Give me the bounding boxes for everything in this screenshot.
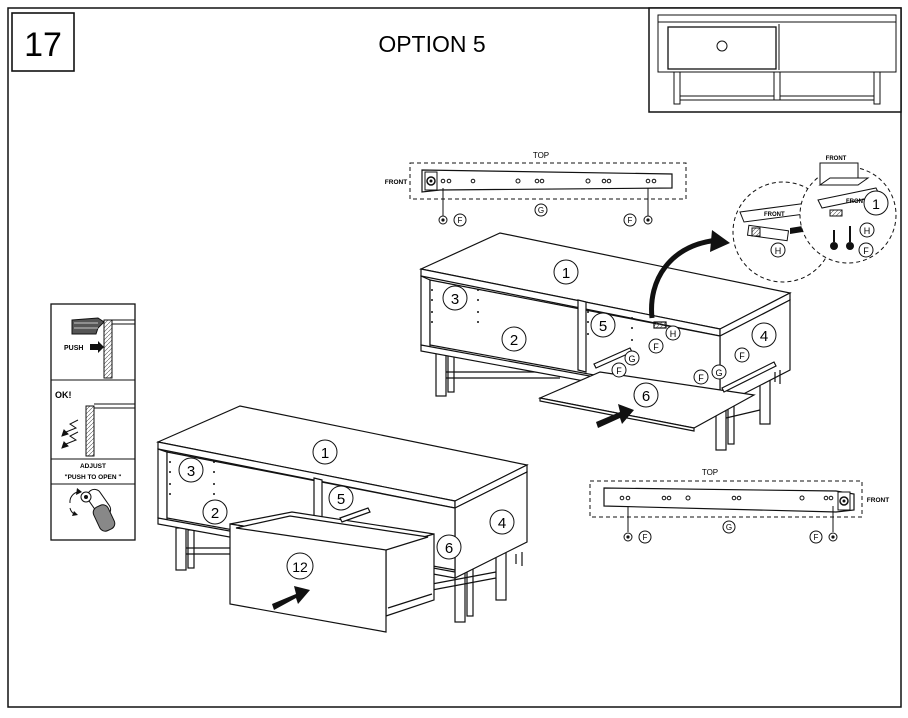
push-arrow-icon: [90, 341, 104, 353]
hardware-f-label: F: [739, 351, 745, 361]
part-5-label: 5: [599, 318, 607, 335]
insert-arrow: [272, 586, 310, 610]
hardware-f-label: F: [643, 533, 648, 542]
rail-front-label: FRONT: [385, 179, 407, 186]
part-2-label: 2: [211, 505, 219, 522]
push-label: PUSH: [64, 345, 83, 352]
hardware-f-label: F: [863, 246, 869, 256]
cabinet-upper: [419, 232, 792, 451]
detail-front-label: FRONT: [764, 212, 785, 218]
page-title: OPTION 5: [378, 31, 485, 57]
rail-diagram-bottom: TOP FRONT F G F: [589, 468, 889, 544]
hardware-h-label: H: [864, 226, 871, 236]
option-thumbnail: [648, 7, 902, 113]
rail-front-label: FRONT: [867, 497, 889, 504]
hardware-f-label: F: [628, 216, 633, 225]
part-2-label: 2: [510, 332, 518, 349]
adjust-sub-label: "PUSH TO OPEN ": [65, 474, 122, 481]
insert-arrow: [596, 404, 634, 428]
spring-open-icon: [61, 419, 79, 449]
part-4-label: 4: [760, 328, 768, 345]
part-6-label: 6: [445, 540, 453, 557]
curved-arrow-head: [710, 230, 730, 252]
push-to-open-panel: PUSH OK! ADJUST "PUSH TO OPEN ": [50, 303, 136, 541]
hand-icon: [71, 317, 105, 335]
part-1-label: 1: [562, 265, 570, 282]
hardware-g-label: G: [538, 206, 544, 215]
hardware-f-label: F: [616, 366, 622, 376]
part-3-label: 3: [187, 463, 195, 480]
drawer-front-section: [85, 405, 95, 457]
part-12-label: 12: [292, 559, 308, 575]
detail-circle-right: FRONT FRONT 1 H F: [799, 156, 897, 264]
lower-part-labels: 1 3 2 5 4 6 12: [178, 439, 515, 580]
adjust-latch-icon: [69, 488, 116, 532]
hardware-h-label: H: [670, 329, 677, 339]
hardware-f-label: F: [458, 216, 463, 225]
rail-diagram-top: TOP FRONT F G F: [385, 151, 687, 227]
upper-part-labels: 1 3 2 5 4 6 H F G F F G F: [442, 259, 777, 408]
hardware-f-label: F: [653, 342, 659, 352]
part-4-label: 4: [498, 515, 506, 532]
rail-top-label: TOP: [702, 468, 718, 477]
drawer-front-section: [103, 319, 113, 379]
detail-front-label: FRONT: [826, 156, 847, 162]
adjust-label: ADJUST: [80, 463, 106, 470]
part-5-label: 5: [337, 491, 345, 508]
hardware-f-label: F: [698, 373, 704, 383]
curved-arrow: [649, 237, 719, 319]
hardware-g-label: G: [726, 523, 732, 532]
hardware-h-label: H: [775, 246, 782, 256]
detail-front-label: FRONT: [846, 199, 867, 205]
page-frame: [7, 7, 902, 708]
part-6-label: 6: [642, 388, 650, 405]
step-number: 17: [24, 26, 62, 64]
part-1-label: 1: [321, 445, 329, 462]
step-number-box: 17: [11, 12, 75, 72]
rail-top-label: TOP: [533, 151, 549, 160]
hardware-g-label: G: [628, 354, 635, 364]
cabinet-lower: [156, 405, 529, 633]
part-3-label: 3: [451, 291, 459, 308]
hardware-g-label: G: [715, 368, 722, 378]
hardware-f-label: F: [814, 533, 819, 542]
ok-label: OK!: [55, 390, 72, 400]
detail-part-1-label: 1: [872, 196, 880, 212]
